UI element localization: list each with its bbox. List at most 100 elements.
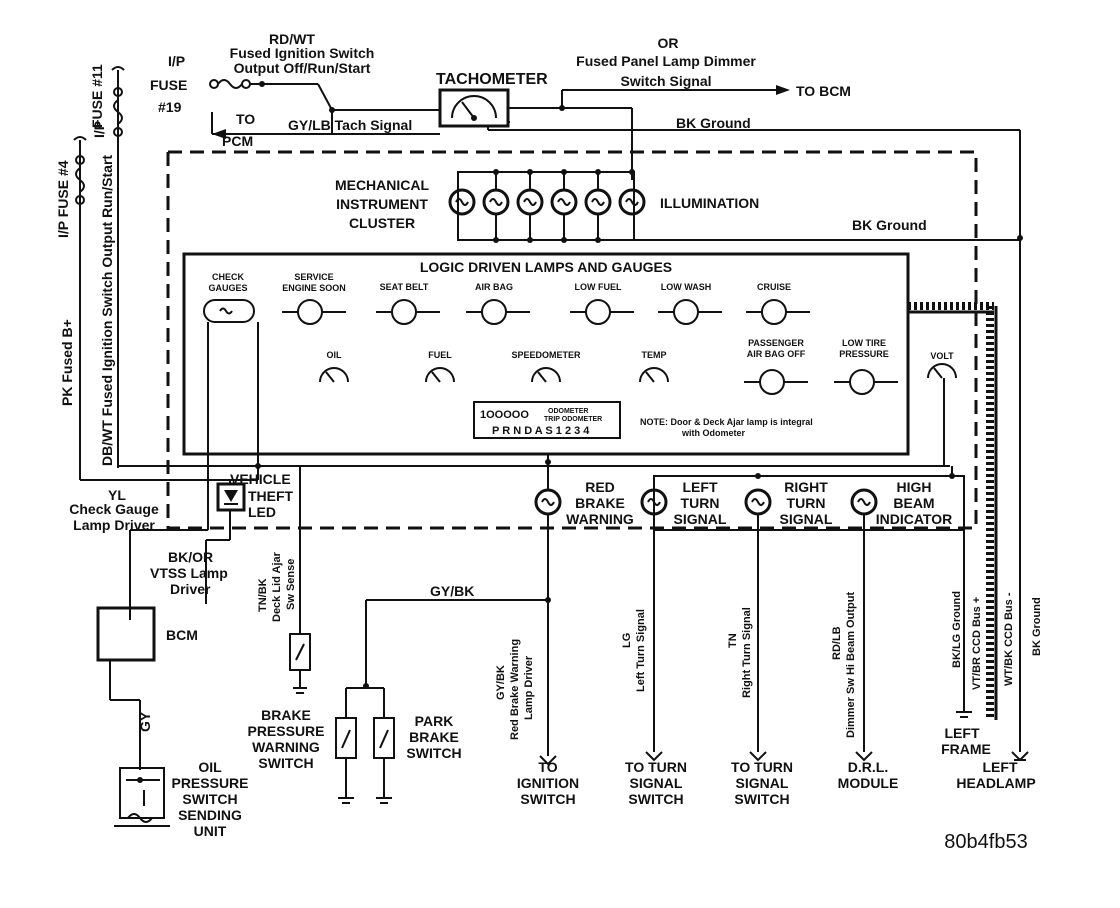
- vehicle-label-3: LED: [248, 504, 276, 520]
- brake-press-label-4: SWITCH: [258, 755, 313, 771]
- yl-label: YL: [108, 487, 126, 503]
- left-turn-label-2: TURN: [681, 495, 720, 511]
- fuse-11-icon: [113, 99, 123, 125]
- text-layer: RD/WT Fused Ignition Switch Output Off/R…: [55, 31, 1043, 853]
- high-beam-label-3: INDICATOR: [876, 511, 952, 527]
- bk-or-label: BK/OR: [168, 549, 213, 565]
- vtss-label-2: Driver: [170, 581, 211, 597]
- cruise-label: CRUISE: [757, 282, 791, 292]
- w-rd-lb-label-2: Dimmer Sw Hi Beam Output: [845, 592, 857, 738]
- odometer-display: [473, 401, 621, 439]
- oil-press-label: OIL: [198, 759, 222, 775]
- oil-label: OIL: [327, 350, 343, 360]
- speedometer-label: SPEEDOMETER: [511, 350, 581, 360]
- lamp-4-icon: [550, 188, 578, 216]
- park-label-3: SWITCH: [406, 745, 461, 761]
- lamp-1-icon: [448, 188, 476, 216]
- fused-panel-label: Fused Panel Lamp Dimmer: [576, 53, 756, 69]
- low-wash-label: LOW WASH: [661, 282, 712, 292]
- service-engine-lamp-icon: [282, 299, 346, 325]
- w-bk-gnd-label: BK Ground: [1031, 597, 1043, 656]
- to-pcm-label: TO: [236, 111, 255, 127]
- w-red-brake-label: Red Brake Warning: [509, 639, 521, 740]
- logic-lamps: [203, 299, 957, 492]
- odometer-label: ODOMETER: [548, 408, 588, 415]
- deck-lid-label: Deck Lid Ajar: [271, 551, 283, 622]
- bcm: [96, 540, 207, 770]
- left-turn-label-3: SIGNAL: [674, 511, 727, 527]
- check-gauge-lamp-label: Check Gauge: [69, 501, 159, 517]
- brake-press-label: BRAKE: [261, 707, 311, 723]
- left-frame-label-2: FRAME: [941, 741, 991, 757]
- w-gy-bk-label: GY/BK: [495, 665, 507, 700]
- low-wash-lamp-icon: [658, 299, 722, 325]
- bcm-label: BCM: [166, 627, 198, 643]
- rd-wt-label: RD/WT: [269, 31, 315, 47]
- ip-fuse19-label: I/P: [168, 53, 185, 69]
- to-turn-left-label-2: SIGNAL: [630, 775, 683, 791]
- red-brake-lamp-icon: [534, 488, 562, 516]
- to-turn-right-label-3: SWITCH: [734, 791, 789, 807]
- figure-id: 80b4fb53: [944, 831, 1027, 853]
- left-headlamp-label-2: HEADLAMP: [956, 775, 1035, 791]
- drl-label: D.R.L.: [848, 759, 888, 775]
- to-turn-right-label: TO TURN: [731, 759, 793, 775]
- to-ignition-connector-icon: [539, 755, 557, 766]
- w-lg-label: LG: [621, 633, 633, 648]
- high-beam-label: HIGH: [897, 479, 932, 495]
- ip-fuse19-label-2: FUSE: [150, 77, 187, 93]
- w-tn-label: TN: [727, 633, 739, 648]
- drl-connector-icon: [855, 751, 873, 762]
- oil-press-label-5: UNIT: [194, 823, 227, 839]
- speedometer-gauge-icon: [531, 367, 561, 383]
- lower-outputs: [539, 514, 1029, 766]
- note-label-2: with Odometer: [681, 428, 746, 438]
- air-bag-lamp-icon: [466, 299, 530, 325]
- lamp-6-icon: [618, 188, 646, 216]
- pass-airbag-label: PASSENGER: [748, 338, 804, 348]
- to-ign-label: TO: [538, 759, 557, 775]
- switch-signal-label: Switch Signal: [620, 73, 711, 89]
- low-fuel-label: LOW FUEL: [575, 282, 622, 292]
- to-pcm-arrow-icon: [212, 129, 226, 139]
- w-tn-label-2: Right Turn Signal: [741, 607, 753, 698]
- oil-pressure-switch: [114, 767, 170, 827]
- park-label: PARK: [415, 713, 454, 729]
- to-bcm-arrow-icon: [776, 85, 790, 95]
- mech-label: MECHANICAL: [335, 177, 430, 193]
- to-turn-left-label: TO TURN: [625, 759, 687, 775]
- red-brake-label: RED: [585, 479, 615, 495]
- service-label-2: ENGINE SOON: [282, 283, 346, 293]
- top-wiring: [209, 79, 1023, 752]
- to-pcm-label-2: PCM: [222, 133, 253, 149]
- low-tire-label: LOW TIRE: [842, 338, 886, 348]
- high-beam-lamp-icon: [850, 488, 878, 516]
- fused-ign-label: Fused Ignition Switch: [230, 45, 375, 61]
- right-turn-label-2: TURN: [787, 495, 826, 511]
- volt-gauge-icon: [927, 363, 957, 379]
- to-ign-label-2: IGNITION: [517, 775, 579, 791]
- volt-label: VOLT: [930, 351, 954, 361]
- brake-press-label-3: WARNING: [252, 739, 320, 755]
- to-ign-label-3: SWITCH: [520, 791, 575, 807]
- odometer-digits: 1OOOOO: [480, 409, 529, 421]
- w-vt-br-label: VT/BR CCD Bus +: [971, 597, 983, 690]
- oil-press-label-2: PRESSURE: [171, 775, 248, 791]
- ccd-bus: [908, 302, 998, 720]
- vehicle-label: VEHICLE: [230, 471, 291, 487]
- w-lg-label-2: Left Turn Signal: [635, 609, 647, 692]
- seat-belt-lamp-icon: [376, 299, 440, 325]
- w-bk-lg-label: BK/LG Ground: [951, 591, 963, 668]
- tachometer-gauge-icon: [451, 95, 497, 119]
- logic-title: LOGIC DRIVEN LAMPS AND GAUGES: [420, 259, 672, 275]
- check-gauges-lamp-icon: [203, 299, 255, 323]
- right-turn-label-3: SIGNAL: [780, 511, 833, 527]
- brake-press-label-2: PRESSURE: [247, 723, 324, 739]
- ip-fuse4-label: I/P FUSE #4: [55, 160, 71, 238]
- check-gauges-label-2: GAUGES: [208, 283, 247, 293]
- vehicle-label-2: THEFT: [248, 488, 294, 504]
- tn-bk-label: TN/BK: [257, 578, 269, 612]
- service-label: SERVICE: [294, 272, 333, 282]
- led-icon: [224, 490, 238, 502]
- note-label: NOTE: Door & Deck Ajar lamp is integral: [640, 417, 813, 427]
